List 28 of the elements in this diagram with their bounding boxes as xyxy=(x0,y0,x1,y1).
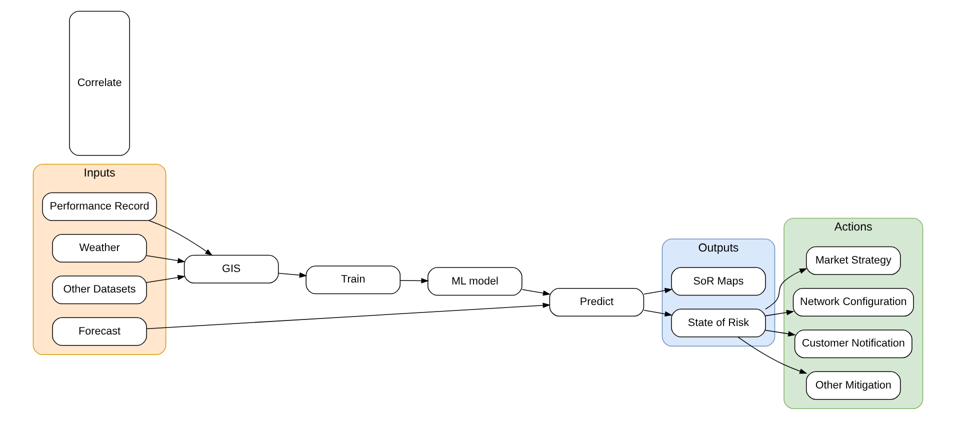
arrow xyxy=(765,310,794,316)
arrow xyxy=(278,272,308,278)
arrow xyxy=(522,289,551,296)
node-box: Weather xyxy=(52,234,147,263)
arrow xyxy=(146,302,551,330)
node-box: Performance Record xyxy=(42,192,157,221)
arrow xyxy=(644,288,672,295)
node-box: Forecast xyxy=(52,317,147,346)
arrow xyxy=(148,220,213,256)
arrow xyxy=(765,268,808,310)
node-box: ML model xyxy=(428,267,522,296)
node-box: SoR Maps xyxy=(671,267,766,296)
arrow xyxy=(400,278,429,284)
node-box: Other Mitigation xyxy=(806,371,901,400)
node-box: Network Configuration xyxy=(792,288,914,316)
arrow xyxy=(146,274,186,283)
node-box: Predict xyxy=(549,288,644,316)
arrow xyxy=(644,310,672,317)
node-box: State of Risk xyxy=(671,308,766,338)
node-box: Correlate xyxy=(69,10,130,156)
arrow xyxy=(146,255,186,264)
node-box: Market Strategy xyxy=(806,246,901,275)
node-box: Train xyxy=(306,266,401,294)
arrow xyxy=(738,336,808,374)
node-box: GIS xyxy=(184,254,279,284)
arrow xyxy=(765,330,796,336)
node-box: Customer Notification xyxy=(794,330,912,358)
node-box: Other Datasets xyxy=(52,276,147,304)
